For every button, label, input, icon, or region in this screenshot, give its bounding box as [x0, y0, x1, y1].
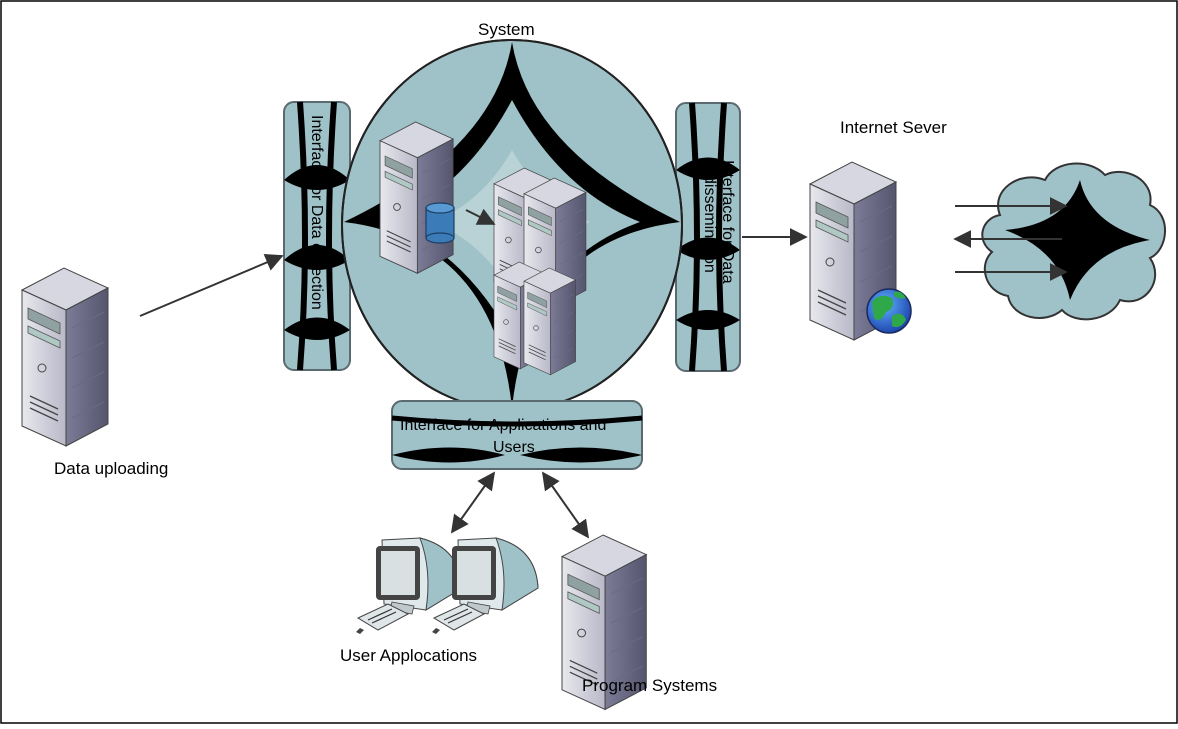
arrow-upload-to-collection: [139, 254, 284, 317]
interface-data-collection-panel: [283, 101, 351, 371]
interface-data-dissemination-panel: [675, 102, 741, 372]
interface-dissemination-label-line2: dissemination: [701, 175, 718, 273]
arrow-db-to-cluster: [465, 208, 496, 225]
interface-dissemination-label-line1: Interface for Data: [719, 160, 736, 284]
interface-apps-label-line2: Users: [493, 439, 535, 456]
data-uploading-label: Data uploading: [54, 459, 169, 478]
interface-applications-panel: [391, 400, 643, 470]
user-applications-label: User Applocations: [340, 646, 478, 665]
server-icon: [523, 267, 576, 376]
cloud-icon: [981, 162, 1166, 321]
internet-server-label: Internet Sever: [840, 118, 947, 137]
globe-icon: [866, 288, 912, 334]
program-systems-label: Program Systems: [582, 676, 718, 695]
connector-arrows: [139, 197, 1068, 539]
interface-collection-label: Interface for Data collection: [308, 115, 325, 310]
arrow-apps-programs: [541, 471, 590, 539]
server-icon: [21, 267, 109, 447]
arrow-apps-users: [450, 471, 496, 534]
server-icon: [379, 121, 454, 274]
interface-apps-label-line1: Interface for Applications and: [400, 417, 607, 434]
database-icon: [425, 202, 455, 244]
system-label: System: [478, 20, 535, 39]
